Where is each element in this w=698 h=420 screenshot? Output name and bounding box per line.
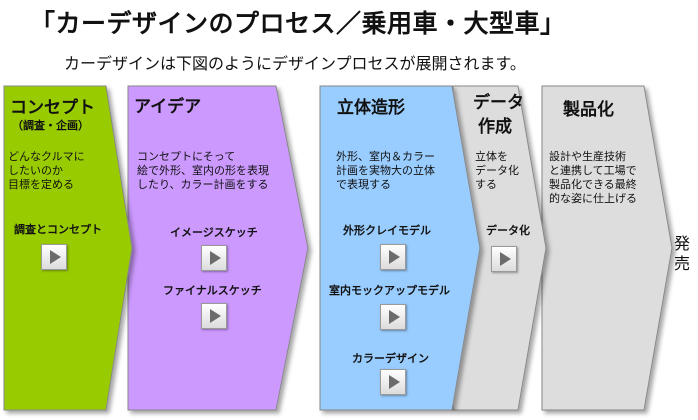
- step-interior-mockup-model: 室内モックアップモデル: [329, 284, 450, 297]
- data-title-line2: 作成: [478, 117, 512, 137]
- model-description: 外形、室内＆カラー 計画を実物大の立体 で表現する: [336, 150, 435, 191]
- page-title: 「カーデザインのプロセス／乗用車・大型車」: [30, 9, 566, 38]
- stage-product-arrow: [541, 85, 673, 411]
- play-button-exterior-clay-model[interactable]: [380, 244, 406, 270]
- concept-description: どんなクルマに したいのか 目標を定める: [8, 150, 85, 191]
- play-button-survey-concept[interactable]: [41, 244, 67, 270]
- model-title: 立体造形: [337, 98, 405, 118]
- data-description: 立体を データ化 する: [475, 150, 519, 191]
- step-data-conversion: データ化: [486, 224, 530, 237]
- product-description: 設計や生産技術 と連携して工場で 製品化できる最終 的な姿に仕上げる: [549, 150, 637, 205]
- step-survey-concept: 調査とコンセプト: [14, 223, 102, 236]
- play-button-image-sketch[interactable]: [201, 245, 227, 271]
- release-label: 発 売: [674, 234, 691, 273]
- stage-concept-arrow: [3, 85, 133, 411]
- concept-title: コンセプト: [10, 98, 95, 118]
- page-subtitle: カーデザインは下図のようにデザインプロセスが展開されます。: [64, 54, 526, 73]
- step-final-sketch: ファイナルスケッチ: [163, 284, 262, 297]
- concept-subtitle: （調査・企画）: [12, 119, 89, 132]
- play-button-final-sketch[interactable]: [201, 303, 227, 329]
- play-button-color-design[interactable]: [380, 369, 406, 395]
- idea-title: アイデア: [134, 97, 202, 117]
- idea-description: コンセプトにそって 絵で外形、室内の形を表現 したり、カラー計画をする: [137, 150, 269, 191]
- step-exterior-clay-model: 外形クレイモデル: [343, 224, 431, 237]
- step-image-sketch: イメージスケッチ: [170, 226, 258, 239]
- play-button-data-conversion[interactable]: [491, 246, 517, 272]
- data-title-line1: データ: [473, 93, 524, 113]
- product-title: 製品化: [563, 100, 614, 120]
- play-button-interior-mockup-model[interactable]: [380, 304, 406, 330]
- step-color-design: カラーデザイン: [352, 352, 429, 365]
